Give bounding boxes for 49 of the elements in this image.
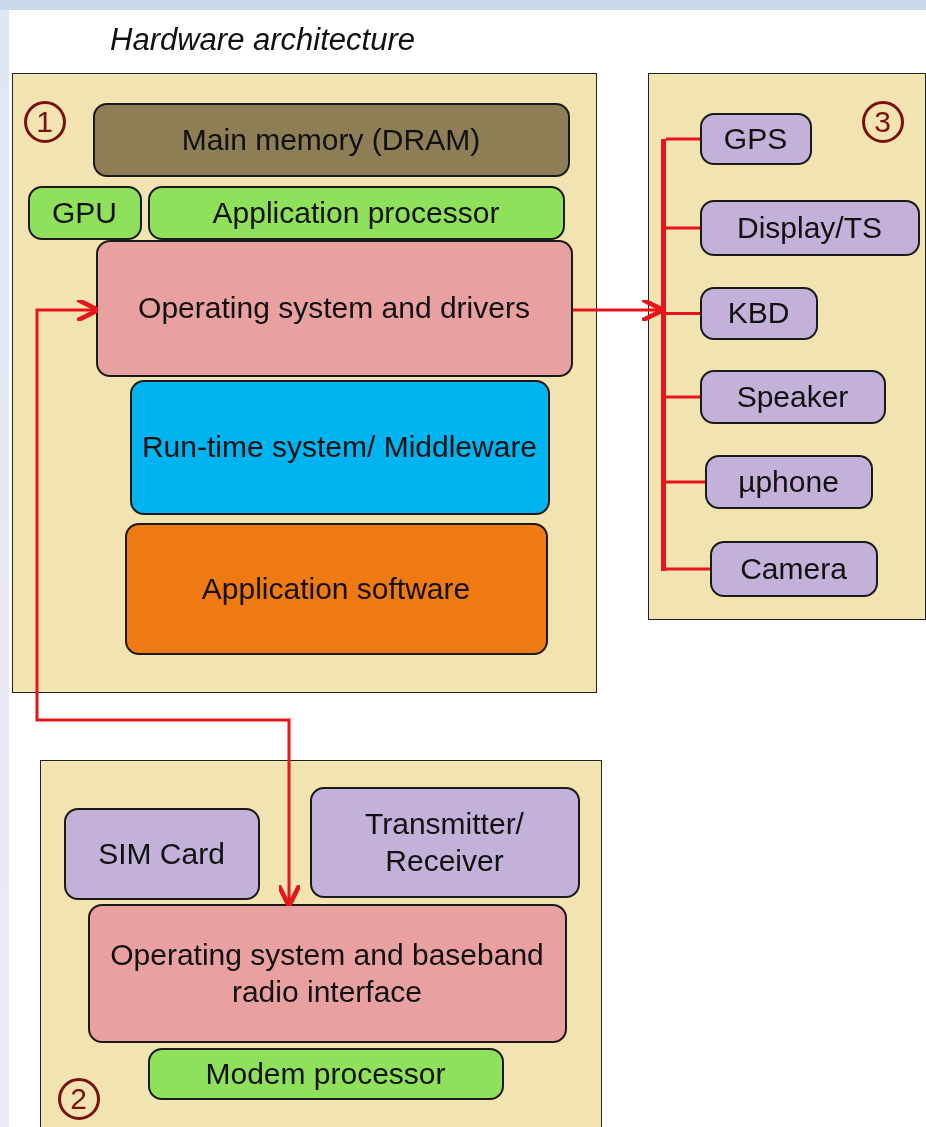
component-box xyxy=(87,903,567,1043)
component-label: Operating system and drivers xyxy=(137,290,531,327)
callout-number: 1 xyxy=(35,103,54,140)
diagram-title: Hardware architecture xyxy=(110,22,415,58)
callout-circle xyxy=(861,100,904,143)
component-box xyxy=(699,112,812,165)
component-box xyxy=(92,102,570,177)
arrow xyxy=(35,297,302,909)
component-box xyxy=(704,454,873,509)
connector-line xyxy=(666,312,700,315)
component-label: GPS xyxy=(722,120,789,157)
component-label: Run-time system/ Middleware xyxy=(140,429,539,466)
component-box xyxy=(309,786,580,898)
component-label: Transmitter/ Receiver xyxy=(364,805,525,879)
component-label: GPU xyxy=(51,194,118,231)
component-box xyxy=(147,1047,504,1100)
component-box xyxy=(95,239,573,377)
component-box xyxy=(709,540,878,597)
component-box xyxy=(699,199,920,256)
panel xyxy=(12,73,597,693)
connector-line xyxy=(666,137,700,141)
component-box xyxy=(699,369,886,424)
component-label: Modem processor xyxy=(204,1055,447,1092)
component-box xyxy=(27,185,142,240)
component-box xyxy=(124,522,548,655)
component-label: KBD xyxy=(726,295,791,332)
callout-circle xyxy=(23,100,66,143)
component-label: Application processor xyxy=(211,194,501,231)
component-box xyxy=(699,286,818,340)
component-box xyxy=(147,185,565,240)
component-label: SIM Card xyxy=(97,835,226,872)
component-label: Application software xyxy=(200,570,472,607)
connector-line xyxy=(666,480,705,484)
component-label: Main memory (DRAM) xyxy=(180,121,482,158)
component-label: Speaker xyxy=(735,378,850,415)
callout-circle xyxy=(57,1077,100,1120)
component-label: µphone xyxy=(737,463,840,500)
component-box xyxy=(129,379,550,515)
component-label: Camera xyxy=(739,550,848,587)
callout-number: 3 xyxy=(873,103,892,140)
panel xyxy=(40,760,602,1127)
connector-line xyxy=(666,226,700,230)
connector-line xyxy=(666,395,700,399)
connector-line xyxy=(666,567,710,571)
component-box xyxy=(63,807,260,900)
panel xyxy=(648,73,926,620)
component-label: Operating system and baseband radio interface xyxy=(109,936,545,1010)
component-label: Display/TS xyxy=(735,209,883,246)
callout-number: 2 xyxy=(69,1080,88,1117)
